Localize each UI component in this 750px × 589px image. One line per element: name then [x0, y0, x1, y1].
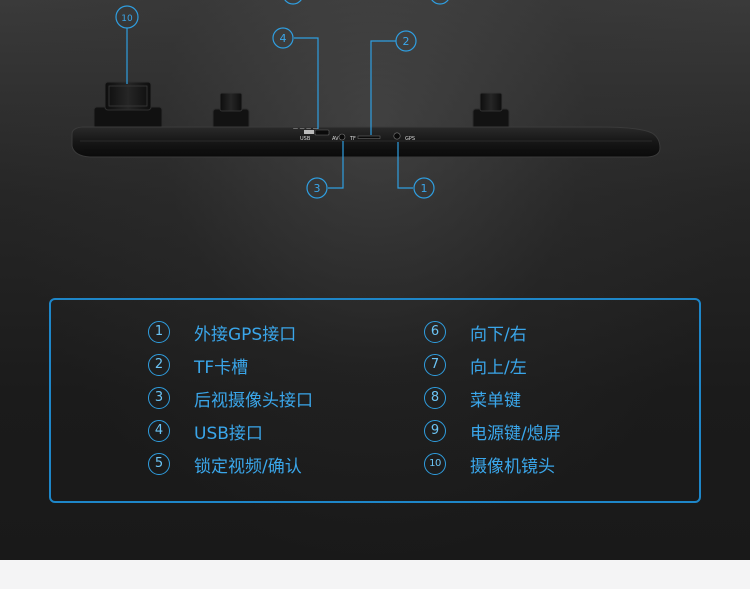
port-ridge-marks: — — — — [293, 126, 318, 132]
usb-port-label: USB [300, 136, 311, 142]
callout-4: 4 [272, 27, 294, 49]
number-circle-icon: 2 [148, 354, 170, 376]
legend-label: TF卡槽 [194, 357, 249, 378]
svg-text:10: 10 [121, 14, 133, 24]
usb-port-icon [304, 130, 314, 134]
product-diagram: USB AV TF GPS — — — — 10 4 2 [0, 0, 750, 560]
legend-label: 摄像机镜头 [470, 456, 555, 477]
tf-slot [357, 135, 381, 139]
legend-item-10: 10 摄像机镜头 [424, 451, 555, 477]
legend-item-7: 7 向上/左 [424, 352, 527, 378]
legend-panel: 1 外接GPS接口 2 TF卡槽 3 后视摄像头接口 4 USB接口 5 锁定视… [49, 298, 701, 503]
callout-1: 1 [413, 177, 435, 199]
bottom-strip [0, 560, 750, 589]
legend-item-9: 9 电源键/熄屏 [424, 418, 561, 444]
callout-10: 10 [115, 5, 139, 29]
number-circle-icon: 6 [424, 321, 446, 343]
number-circle-icon: 9 [424, 420, 446, 442]
legend-label: 锁定视频/确认 [194, 456, 302, 477]
legend-label: 向上/左 [470, 357, 527, 378]
gps-port-label: GPS [405, 136, 415, 142]
number-circle-icon: 8 [424, 387, 446, 409]
tf-slot-label: TF [349, 136, 356, 142]
legend-item-5: 5 锁定视频/确认 [148, 451, 302, 477]
legend-item-2: 2 TF卡槽 [148, 352, 248, 378]
usb-port [314, 129, 330, 136]
legend-item-8: 8 菜单键 [424, 385, 521, 411]
legend-item-4: 4 USB接口 [148, 418, 263, 444]
legend-item-6: 6 向下/右 [424, 319, 527, 345]
svg-text:2: 2 [403, 35, 410, 48]
number-circle-icon: 1 [148, 321, 170, 343]
callout-3: 3 [306, 177, 328, 199]
svg-text:3: 3 [314, 182, 321, 195]
number-circle-icon: 5 [148, 453, 170, 475]
legend-label: USB接口 [194, 423, 263, 444]
number-circle-icon: 10 [424, 453, 446, 475]
legend-item-1: 1 外接GPS接口 [148, 319, 296, 345]
number-circle-icon: 3 [148, 387, 170, 409]
legend-label: 后视摄像头接口 [194, 390, 313, 411]
mirror-body [71, 126, 661, 158]
number-circle-icon: 4 [148, 420, 170, 442]
svg-text:4: 4 [280, 32, 287, 45]
camera-lens [93, 81, 163, 130]
callout-lines [126, 28, 413, 189]
legend-label: 向下/右 [470, 324, 527, 345]
number-circle-icon: 7 [424, 354, 446, 376]
legend-label: 外接GPS接口 [194, 324, 297, 345]
legend-label: 电源键/熄屏 [470, 423, 561, 444]
svg-text:1: 1 [421, 182, 428, 195]
partial-callout-circle [284, 0, 302, 5]
callout-2: 2 [395, 30, 417, 52]
legend-label: 菜单键 [470, 390, 521, 411]
gps-port [393, 132, 401, 140]
partial-callout-circle [431, 0, 449, 5]
av-port-label: AV [332, 136, 339, 142]
device-side-view: USB AV TF GPS — — — — 10 4 2 [71, 0, 661, 199]
legend-item-3: 3 后视摄像头接口 [148, 385, 313, 411]
av-port [338, 133, 346, 141]
